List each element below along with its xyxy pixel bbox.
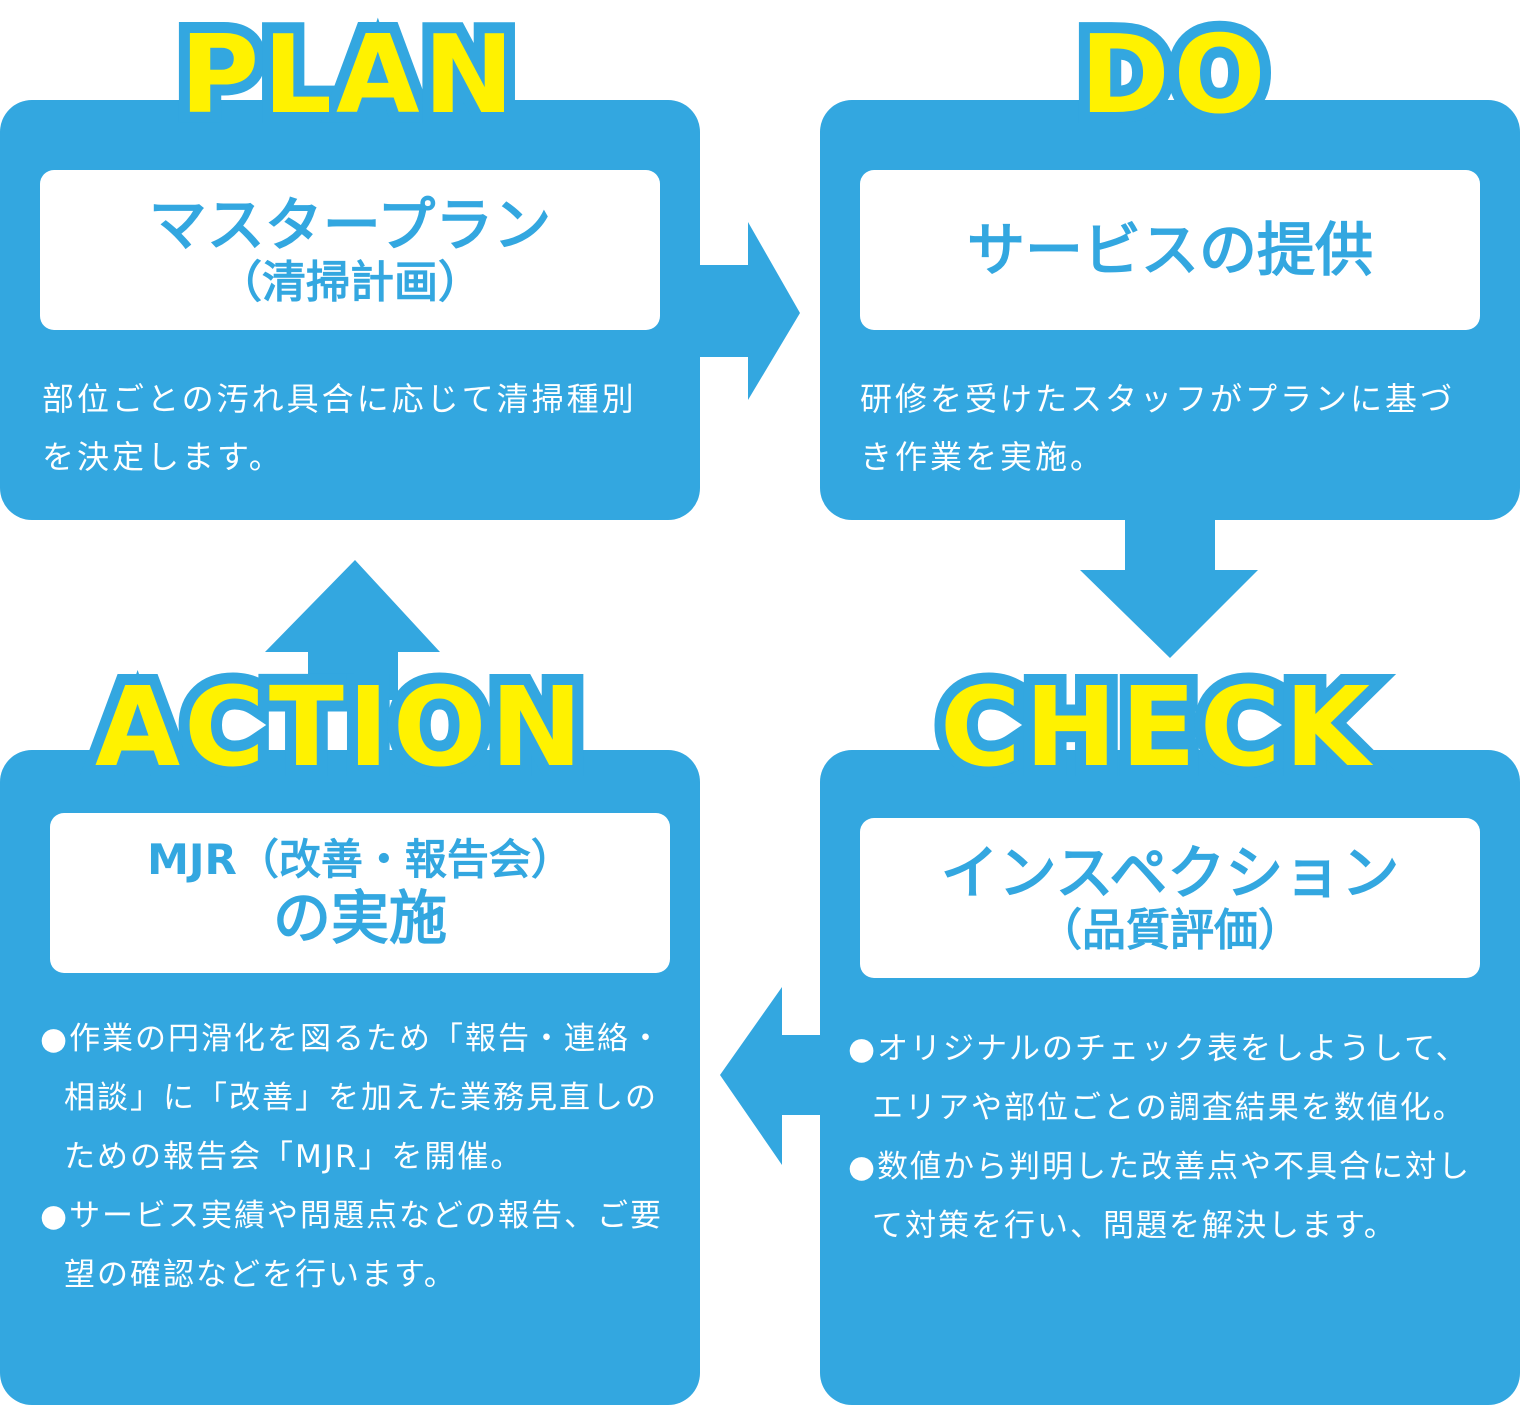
do-label: DO [1069, 11, 1277, 141]
plan-description: 部位ごとの汚れ具合に応じて清掃種別を決定します。 [42, 380, 637, 476]
plan-label: PLAN [169, 11, 525, 141]
do-title-box: サービスの提供 [860, 170, 1480, 330]
arrow-check-to-action [720, 987, 830, 1165]
arrow-action-to-plan [265, 560, 440, 700]
check-subtitle: （品質評価） [1038, 905, 1302, 956]
arrow-do-to-check [1080, 510, 1258, 658]
action-title-box: MJR（改善・報告会） の実施 [50, 813, 670, 973]
action-label: ACTION [84, 661, 593, 793]
arrow-plan-to-do [690, 222, 800, 400]
plan-title: マスタープラン [148, 191, 552, 259]
do-description: 研修を受けたスタッフがプランに基づき作業を実施。 [860, 380, 1456, 476]
plan-subtitle: （清掃計画） [218, 257, 482, 308]
check-bullet-1: オリジナルのチェック表をしようして、エリアや部位ごとの調査結果を数値化。 [848, 1020, 1483, 1138]
action-title: MJR（改善・報告会） [147, 835, 573, 884]
check-title: インスペクション [940, 839, 1400, 907]
action-subtitle: の実施 [272, 884, 447, 952]
check-title-box: インスペクション （品質評価） [860, 818, 1480, 978]
check-bullets: オリジナルのチェック表をしようして、エリアや部位ごとの調査結果を数値化。 数値か… [848, 1020, 1483, 1256]
check-label: CHECK [929, 661, 1381, 793]
action-bullet-2: サービス実績や問題点などの報告、ご要望の確認などを行います。 [40, 1187, 665, 1305]
action-bullets: 作業の円滑化を図るため「報告・連絡・相談」に「改善」を加えた業務見直しのための報… [40, 1010, 665, 1305]
plan-title-box: マスタープラン （清掃計画） [40, 170, 660, 330]
check-bullet-2: 数値から判明した改善点や不具合に対して対策を行い、問題を解決します。 [848, 1138, 1483, 1256]
do-title: サービスの提供 [966, 216, 1373, 284]
action-bullet-1: 作業の円滑化を図るため「報告・連絡・相談」に「改善」を加えた業務見直しのための報… [40, 1010, 665, 1187]
